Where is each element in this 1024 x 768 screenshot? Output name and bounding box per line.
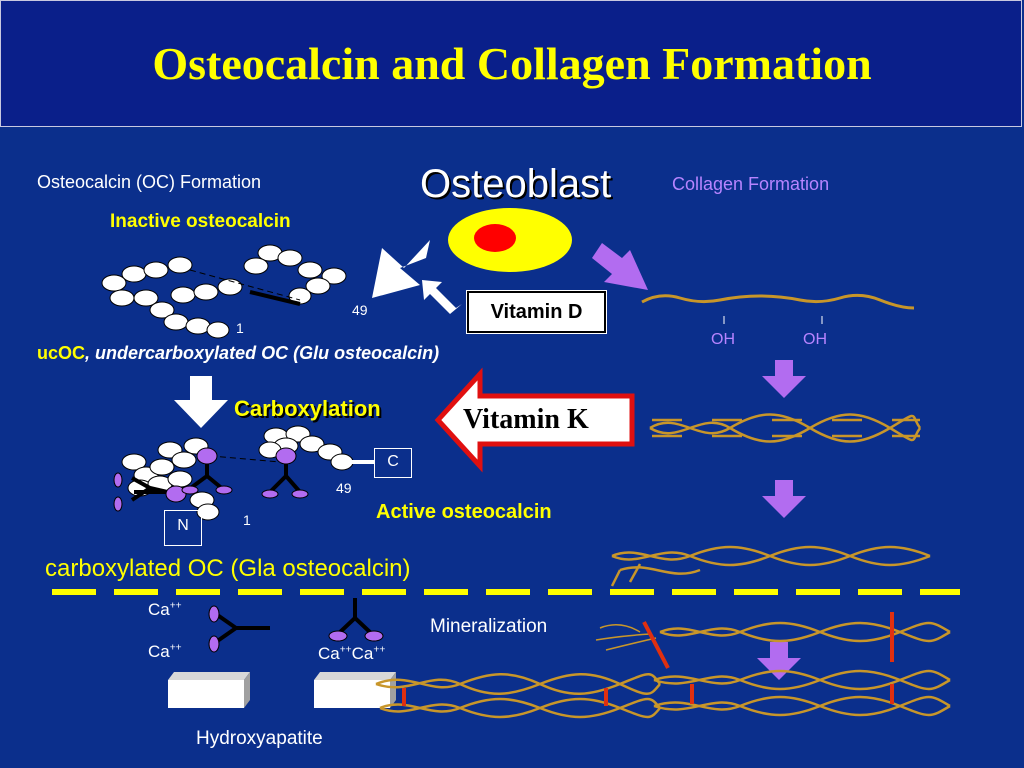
- mineralization-label: Mineralization: [430, 616, 548, 637]
- residue-1-top: 1: [236, 320, 244, 336]
- carboxylation-label: Carboxylation: [234, 396, 381, 421]
- hydroxyapatite-block-2: [314, 672, 396, 708]
- arrow-down-carboxylation: [174, 376, 228, 428]
- residue-49-top: 49: [352, 302, 368, 318]
- mineralized-collagen: [375, 621, 951, 719]
- collagen-single-strand: [641, 293, 915, 324]
- arrow-cell-to-ucoc: [372, 240, 430, 298]
- c-terminal-label: C: [387, 453, 399, 470]
- arrow-cell-to-collagen: [592, 243, 648, 290]
- slide-title: Osteocalcin and Collagen Formation: [152, 38, 872, 89]
- vitamin-d-label: Vitamin D: [490, 301, 583, 323]
- inactive-oc-bond: [249, 290, 301, 306]
- ca-label-1: Ca++: [148, 600, 182, 619]
- residue-49-bottom: 49: [336, 480, 352, 496]
- gla-oc-label: carboxylated OC (Gla osteocalcin): [45, 555, 411, 582]
- vitamin-d-box: Vitamin D: [466, 290, 607, 334]
- title-bar: Osteocalcin and Collagen Formation: [0, 0, 1022, 127]
- ucoc-label: ucOC, undercarboxylated OC (Glu osteocal…: [37, 343, 439, 364]
- osteoblast-label: Osteoblast: [420, 162, 612, 206]
- inactive-osteocalcin-label: Inactive osteocalcin: [110, 211, 291, 232]
- active-oc-molecule: [113, 425, 374, 521]
- inactive-oc-molecule: [101, 244, 347, 339]
- arrow-collagen-down-3: [757, 642, 801, 680]
- crosslinks: [402, 612, 894, 706]
- c-terminal-box: C: [374, 448, 412, 478]
- arrow-vitamin-d: [422, 280, 462, 314]
- residue-1-bottom: 1: [243, 512, 251, 528]
- oh-label-2: OH: [803, 331, 827, 348]
- collagen-formation-heading: Collagen Formation: [672, 174, 830, 194]
- hydroxyapatite-label: Hydroxyapatite: [196, 728, 323, 749]
- ca-binding-group-right: [328, 598, 384, 642]
- n-terminal-box: N: [164, 510, 202, 546]
- vitamin-k-arrow: [434, 367, 635, 473]
- active-osteocalcin-label: Active osteocalcin: [376, 501, 552, 523]
- hydroxyapatite-block-1: [168, 672, 250, 708]
- osteoblast-nucleus: [474, 224, 516, 252]
- ca-label-3-4: Ca++Ca++: [318, 644, 386, 663]
- n-terminal-label: N: [177, 517, 189, 534]
- ca-label-2: Ca++: [148, 642, 182, 661]
- arrow-collagen-down-2: [762, 480, 806, 518]
- ca-binding-group-left: [208, 605, 270, 653]
- ucoc-description: , undercarboxylated OC (Glu osteocalcin): [85, 343, 440, 363]
- arrow-collagen-down-1: [762, 360, 806, 398]
- collagen-triple-helix: [649, 413, 922, 443]
- collagen-fibrils: [610, 545, 931, 587]
- oh-label-1: OH: [711, 331, 735, 348]
- oc-formation-heading: Osteocalcin (OC) Formation: [37, 172, 262, 192]
- vitamin-k-label: Vitamin K: [463, 404, 589, 435]
- ucoc-abbrev: ucOC: [37, 343, 86, 363]
